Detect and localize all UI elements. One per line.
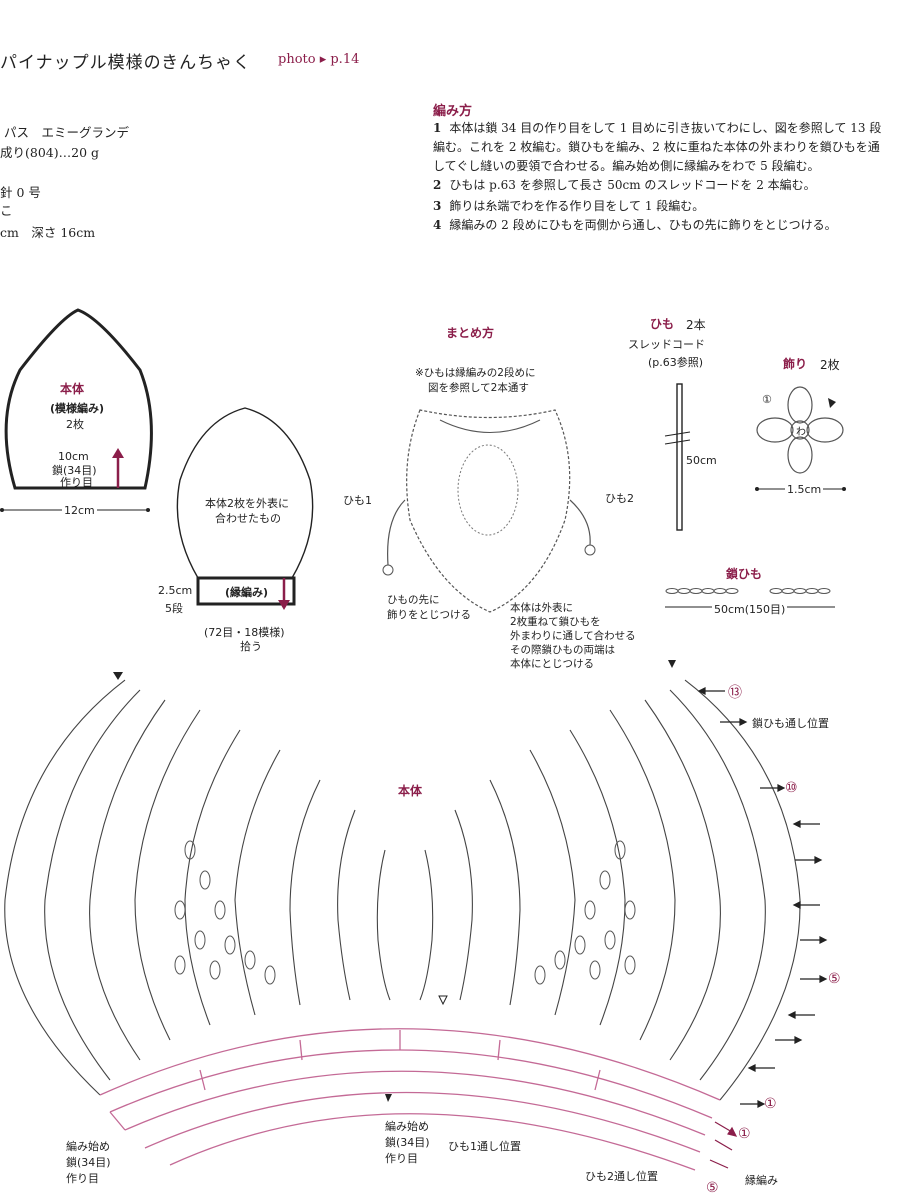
start-marker-mid	[385, 1094, 392, 1102]
ornament-note-2: 飾りをとじつける	[387, 609, 471, 621]
row-1-label: ①	[764, 1096, 777, 1112]
edging-height: 2.5cm	[158, 584, 193, 597]
instructions-heading: 編み方	[433, 104, 473, 119]
cord-type: スレッドコード	[628, 338, 705, 351]
pickup-count: (72目・18模様)	[204, 626, 285, 639]
row-arrows	[697, 687, 828, 1108]
body-arrow-head	[112, 448, 124, 458]
pineapple-motifs	[174, 840, 636, 985]
step-text: 飾りは糸端でわを作る作り目をして 1 段編む。	[449, 199, 705, 213]
step-text: 本体は鎖 34 目の作り目をして 1 目めに引き抜いてわにし、図を参照して 13…	[433, 121, 882, 173]
instruction-step-4: 4 縁編みの 2 段めにひもを両側から通し、ひもの先に飾りをとじつける。	[433, 216, 883, 235]
assembly-note-1: ※ひもは縁編みの2段めに	[415, 367, 536, 379]
instruction-step-2: 2 ひもは p.63 を参照して長さ 50cm のスレッドコードを 2 本編む。	[433, 176, 883, 195]
chain-cord-length: 50cm(150目)	[712, 601, 788, 617]
row-13-label: ⑬	[728, 685, 742, 701]
start-mid-2: 鎖(34目)	[385, 1136, 430, 1149]
joined-text-1: 本体2枚を外表に	[205, 497, 289, 510]
start-marker-left	[113, 672, 123, 680]
chart-right-half	[419, 679, 801, 1101]
row-5-label: ⑤	[828, 971, 841, 987]
chart-title: 本体	[398, 784, 423, 798]
body-subtitle: (模様編み)	[50, 402, 105, 415]
start-left-3: 作り目	[66, 1172, 99, 1185]
material-line-2: 成り(804)…20 g	[0, 145, 99, 160]
body-width: 12cm	[62, 504, 97, 517]
assembled-bag	[406, 409, 571, 613]
body-chain: 鎖(34目)	[52, 464, 97, 477]
page-title: パイナップル模様のきんちゃく	[0, 53, 252, 73]
join-note-1: 本体は外表に	[510, 602, 573, 614]
join-note-5: 本体にとじつける	[510, 658, 594, 670]
join-note-3: 外まわりに通して合わせる	[510, 630, 636, 642]
step-text: 縁編みの 2 段めにひもを両側から通し、ひもの先に飾りをとじつける。	[449, 218, 837, 232]
body-base: 作り目	[60, 476, 93, 489]
start-left-2: 鎖(34目)	[66, 1156, 111, 1169]
step-number: 4	[433, 218, 442, 232]
ornament-start: ①	[762, 393, 772, 406]
body-outline	[4, 308, 153, 490]
start-marker-center	[438, 995, 448, 1006]
instruction-step-3: 3 飾りは糸端でわを作る作り目をして 1 段編む。	[433, 197, 883, 216]
cord-1-label: ひも1	[343, 494, 372, 507]
cord-ref: (p.63参照)	[648, 356, 704, 369]
ornament-count: 2枚	[820, 358, 840, 372]
edge-row-1-label: ①	[738, 1126, 751, 1142]
step-number: 3	[433, 199, 442, 213]
edge-row-5-label: ⑤	[706, 1180, 719, 1196]
start-mid-1: 編み始め	[385, 1120, 429, 1133]
cord-2-position: ひも2通し位置	[585, 1170, 658, 1183]
thread-cord	[676, 383, 683, 531]
ornament-note-1: ひもの先に	[387, 594, 440, 606]
chart-left-half	[4, 679, 391, 1096]
ornament-motif	[756, 386, 844, 474]
cord-2-label: ひも2	[605, 492, 634, 505]
ornament-size: 1.5cm	[785, 483, 824, 496]
row-10-label: ⑩	[785, 780, 798, 796]
joined-text-2: 合わせたもの	[215, 512, 281, 525]
cord-1-position: ひも1通し位置	[448, 1140, 521, 1153]
assembly-title: まとめ方	[446, 326, 495, 340]
material-line-3: 針 0 号	[0, 185, 41, 200]
start-mid-3: 作り目	[385, 1152, 418, 1165]
assembly-note-2: 図を参照して2本通す	[428, 382, 529, 394]
joined-outline	[176, 407, 314, 579]
edging-rows: 5段	[165, 602, 183, 615]
photo-reference: photo ▸ p.14	[278, 52, 360, 67]
cord-title: ひも	[650, 317, 675, 331]
edging-label-chart: 縁編み	[745, 1174, 778, 1187]
join-note-2: 2枚重ねて鎖ひもを	[510, 616, 601, 628]
step-text: ひもは p.63 を参照して長さ 50cm のスレッドコードを 2 本編む。	[449, 178, 816, 192]
step-number: 2	[433, 178, 442, 192]
step-number: 1	[433, 121, 442, 135]
chain-position-label: 鎖ひも通し位置	[752, 717, 829, 730]
pink-edging	[99, 1028, 721, 1171]
material-line-1: パス エミーグランデ	[4, 125, 130, 140]
edge-arrows	[709, 1121, 738, 1169]
ornament-ring: わ	[796, 427, 806, 438]
body-height: 10cm	[58, 450, 89, 463]
material-line-5: cm 深さ 16cm	[0, 225, 96, 240]
chain-cord-title: 鎖ひも	[726, 567, 763, 581]
start-marker-right	[668, 660, 676, 668]
cord-length: 50cm	[686, 454, 717, 467]
ornament-title: 飾り	[783, 357, 808, 371]
material-line-4: こ	[0, 203, 13, 218]
body-title: 本体	[60, 382, 85, 396]
body-count: 2枚	[66, 418, 84, 431]
chain-cord-drawing	[665, 588, 831, 594]
start-left-1: 編み始め	[66, 1140, 110, 1153]
join-note-4: その際鎖ひもの両端は	[510, 644, 615, 656]
cord-count: 2本	[686, 318, 706, 332]
edging-band	[196, 576, 296, 606]
pickup-label: 拾う	[240, 640, 262, 653]
edging-label: (縁編み)	[225, 586, 269, 599]
